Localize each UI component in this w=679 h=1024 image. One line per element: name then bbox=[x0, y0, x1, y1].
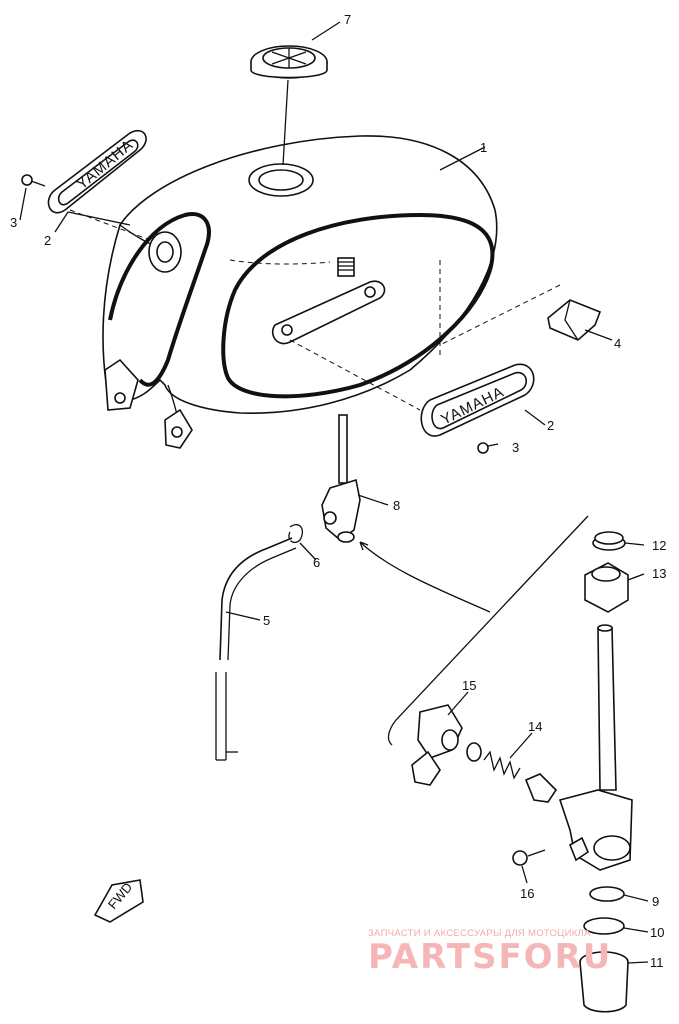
hose-clip bbox=[288, 524, 304, 544]
emblem-left: YAMAHA bbox=[47, 130, 147, 214]
fuel-hose bbox=[215, 537, 297, 761]
callout-4: 4 bbox=[614, 336, 621, 351]
callout-15: 15 bbox=[462, 678, 476, 693]
tank-pad bbox=[547, 299, 602, 341]
gasket-10 bbox=[583, 917, 625, 935]
fuel-cock-body bbox=[558, 789, 633, 871]
lever-15 bbox=[411, 704, 463, 786]
screw-left bbox=[21, 174, 46, 187]
callout-11: 11 bbox=[650, 955, 664, 970]
fwd-arrow-icon: FWD bbox=[93, 879, 144, 923]
callout-2-left: 2 bbox=[44, 233, 51, 248]
filter-tube bbox=[597, 624, 617, 791]
callout-9: 9 bbox=[652, 894, 659, 909]
filler-cap bbox=[250, 45, 328, 79]
spring-14 bbox=[483, 750, 521, 780]
emblem-right: YAMAHA bbox=[420, 363, 535, 437]
washer-12 bbox=[592, 531, 626, 551]
callout-2-right: 2 bbox=[547, 418, 554, 433]
screw-16 bbox=[512, 849, 546, 866]
callout-1: 1 bbox=[480, 140, 487, 155]
plunger bbox=[524, 773, 558, 803]
emblem-left-text: YAMAHA bbox=[74, 136, 137, 193]
o-ring bbox=[466, 742, 482, 762]
callout-3-right: 3 bbox=[512, 440, 519, 455]
callout-8: 8 bbox=[393, 498, 400, 513]
watermark-logo: PARTSFORU bbox=[368, 937, 613, 977]
callout-6: 6 bbox=[313, 555, 320, 570]
callout-12: 12 bbox=[652, 538, 666, 553]
fuel-tank bbox=[102, 135, 498, 449]
callout-14: 14 bbox=[528, 719, 542, 734]
callout-3-left: 3 bbox=[10, 215, 17, 230]
watermark: ЗАПЧАСТИ И АКСЕССУАРЫ ДЛЯ МОТОЦИКЛА PART… bbox=[368, 928, 668, 975]
callout-13: 13 bbox=[652, 566, 666, 581]
callout-16: 16 bbox=[520, 886, 534, 901]
screw-right bbox=[477, 442, 499, 454]
sediment-cup-11 bbox=[579, 951, 629, 1013]
fuel-cock-mounted bbox=[321, 414, 361, 543]
screen-9 bbox=[589, 886, 625, 902]
watermark-tagline: ЗАПЧАСТИ И АКСЕССУАРЫ ДЛЯ МОТОЦИКЛА bbox=[368, 928, 591, 939]
nut-13 bbox=[584, 562, 629, 613]
callout-7: 7 bbox=[344, 12, 351, 27]
callout-10: 10 bbox=[650, 925, 664, 940]
callout-5: 5 bbox=[263, 613, 270, 628]
